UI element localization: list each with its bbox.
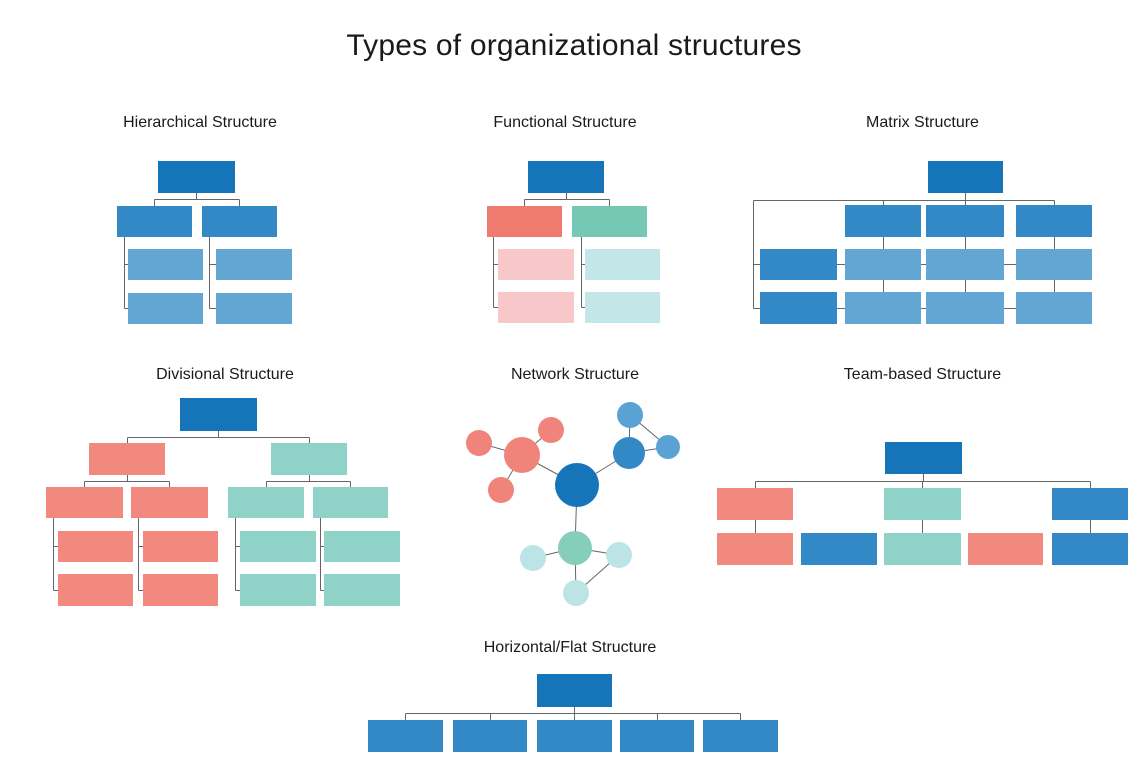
- connector-lines: [124, 193, 240, 309]
- sub-box: [143, 574, 218, 606]
- root-box: [537, 674, 612, 707]
- diagram-hierarchical: Hierarchical Structure: [90, 100, 310, 340]
- network-node: [520, 545, 546, 571]
- diagram-team: Team-based Structure: [700, 355, 1145, 617]
- dept-box: [117, 206, 192, 237]
- root-box: [528, 161, 604, 193]
- sub-box: [240, 574, 316, 606]
- division-box: [271, 443, 347, 475]
- dept-box: [202, 206, 277, 237]
- dept-box: [46, 487, 123, 518]
- network-node: [656, 435, 680, 459]
- dept-box: [313, 487, 388, 518]
- network-node: [466, 430, 492, 456]
- team-lead-box: [1052, 488, 1128, 520]
- root-box: [928, 161, 1003, 193]
- page-title: Types of organizational structures: [346, 29, 802, 62]
- diagram-functional: Functional Structure: [450, 100, 680, 340]
- network-node: [617, 402, 643, 428]
- connector-lines: [753, 193, 1055, 309]
- matrix-cell: [845, 249, 921, 280]
- diagram-network: Network Structure: [440, 355, 710, 617]
- diagram-flat: Horizontal/Flat Structure: [330, 625, 810, 758]
- sub-box: [498, 292, 574, 323]
- connector-lines: [755, 474, 1091, 533]
- connector-lines: [405, 707, 741, 720]
- team-box: [1052, 533, 1128, 565]
- team-lead-box: [884, 488, 961, 520]
- matrix-row-header: [760, 292, 837, 324]
- worker-box: [368, 720, 443, 752]
- diagram-title-flat: Horizontal/Flat Structure: [483, 639, 657, 656]
- team-box: [717, 533, 793, 565]
- division-box: [89, 443, 165, 475]
- dept-box: [572, 206, 647, 237]
- sub-box: [58, 574, 133, 606]
- sub-box: [240, 531, 316, 562]
- sub-box: [58, 531, 133, 562]
- connector-lines: [493, 193, 610, 308]
- network-node: [558, 531, 592, 565]
- sub-box: [498, 249, 574, 280]
- diagram-title-matrix: Matrix Structure: [866, 114, 979, 131]
- sub-box: [324, 531, 400, 562]
- sub-box: [128, 293, 203, 324]
- dept-box: [131, 487, 208, 518]
- team-lead-box: [717, 488, 793, 520]
- worker-box: [703, 720, 778, 752]
- sub-box: [324, 574, 400, 606]
- matrix-row-header: [760, 249, 837, 280]
- team-box: [968, 533, 1043, 565]
- diagram-divisional: Divisional Structure: [30, 355, 420, 617]
- matrix-cell: [926, 292, 1004, 324]
- matrix-col-header: [926, 205, 1004, 237]
- worker-box: [537, 720, 612, 752]
- sub-box: [216, 293, 292, 324]
- worker-box: [453, 720, 527, 752]
- diagram-title-divisional: Divisional Structure: [156, 366, 294, 383]
- network-node: [538, 417, 564, 443]
- matrix-cell: [926, 249, 1004, 280]
- matrix-cell: [1016, 249, 1092, 280]
- root-box: [180, 398, 257, 431]
- network-hub-node: [555, 463, 599, 507]
- network-node: [613, 437, 645, 469]
- team-box: [801, 533, 877, 565]
- network-node: [504, 437, 540, 473]
- sub-box: [143, 531, 218, 562]
- matrix-cell: [1016, 292, 1092, 324]
- network-node: [606, 542, 632, 568]
- network-node: [488, 477, 514, 503]
- connector-lines: [53, 431, 351, 591]
- diagram-title-team: Team-based Structure: [843, 366, 1002, 383]
- matrix-col-header: [1016, 205, 1092, 237]
- worker-box: [620, 720, 694, 752]
- root-box: [158, 161, 235, 193]
- root-box: [885, 442, 962, 474]
- diagram-title-hierarchical: Hierarchical Structure: [123, 114, 277, 131]
- sub-box: [128, 249, 203, 280]
- sub-box: [585, 292, 660, 323]
- diagram-matrix: Matrix Structure: [740, 100, 1105, 340]
- sub-box: [585, 249, 660, 280]
- team-box: [884, 533, 961, 565]
- diagram-title-functional: Functional Structure: [493, 114, 637, 131]
- network-node: [563, 580, 589, 606]
- dept-box: [487, 206, 562, 237]
- matrix-cell: [845, 292, 921, 324]
- diagram-title-network: Network Structure: [510, 366, 640, 383]
- matrix-col-header: [845, 205, 921, 237]
- dept-box: [228, 487, 304, 518]
- sub-box: [216, 249, 292, 280]
